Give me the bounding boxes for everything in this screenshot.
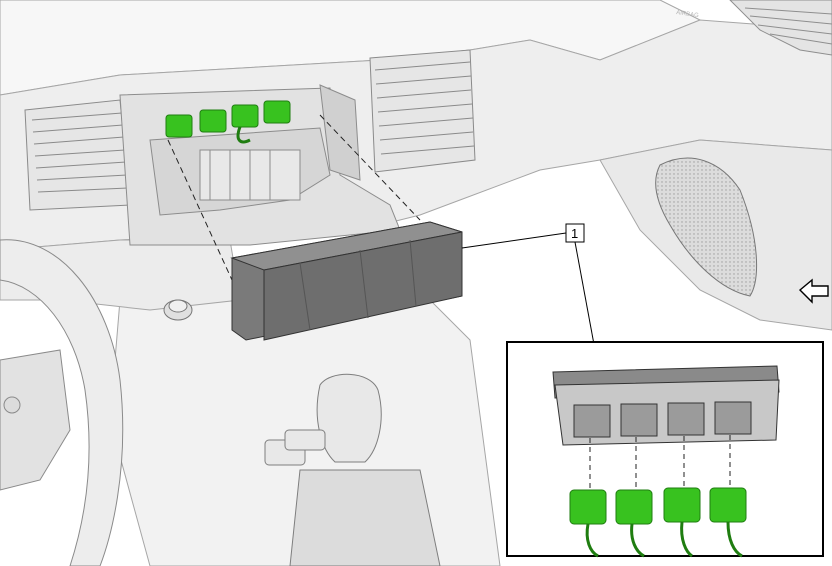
gear-shifter xyxy=(264,373,441,566)
installed-connector-1 xyxy=(165,114,193,138)
airbag-marking: AIRBAG xyxy=(676,10,700,19)
installed-green-connectors xyxy=(165,100,291,144)
forward-arrow-icon xyxy=(798,278,829,304)
detail-module-rear xyxy=(552,365,780,446)
installed-wire xyxy=(236,126,251,144)
callout-leader-to-module xyxy=(461,232,567,249)
callout-number: 1 xyxy=(571,226,578,241)
steering-wheel xyxy=(0,239,124,566)
detail-inset xyxy=(506,341,824,558)
removed-module xyxy=(230,221,463,341)
connector-1 xyxy=(569,489,607,558)
right-upper-air-vent xyxy=(729,0,832,56)
module-guide-lines xyxy=(167,114,421,281)
installed-connector-3 xyxy=(231,104,259,128)
center-air-vent xyxy=(369,49,476,173)
installed-connector-4 xyxy=(263,100,291,124)
connector-4 xyxy=(709,487,747,558)
left-air-vent xyxy=(24,99,131,211)
rotary-knob xyxy=(163,299,193,321)
callout-1: 1 xyxy=(461,223,599,367)
detail-green-connectors xyxy=(569,487,747,558)
door-speaker-grille xyxy=(655,157,757,297)
connector-2 xyxy=(615,489,653,558)
connector-3 xyxy=(663,487,701,558)
installed-connector-2 xyxy=(199,109,227,133)
